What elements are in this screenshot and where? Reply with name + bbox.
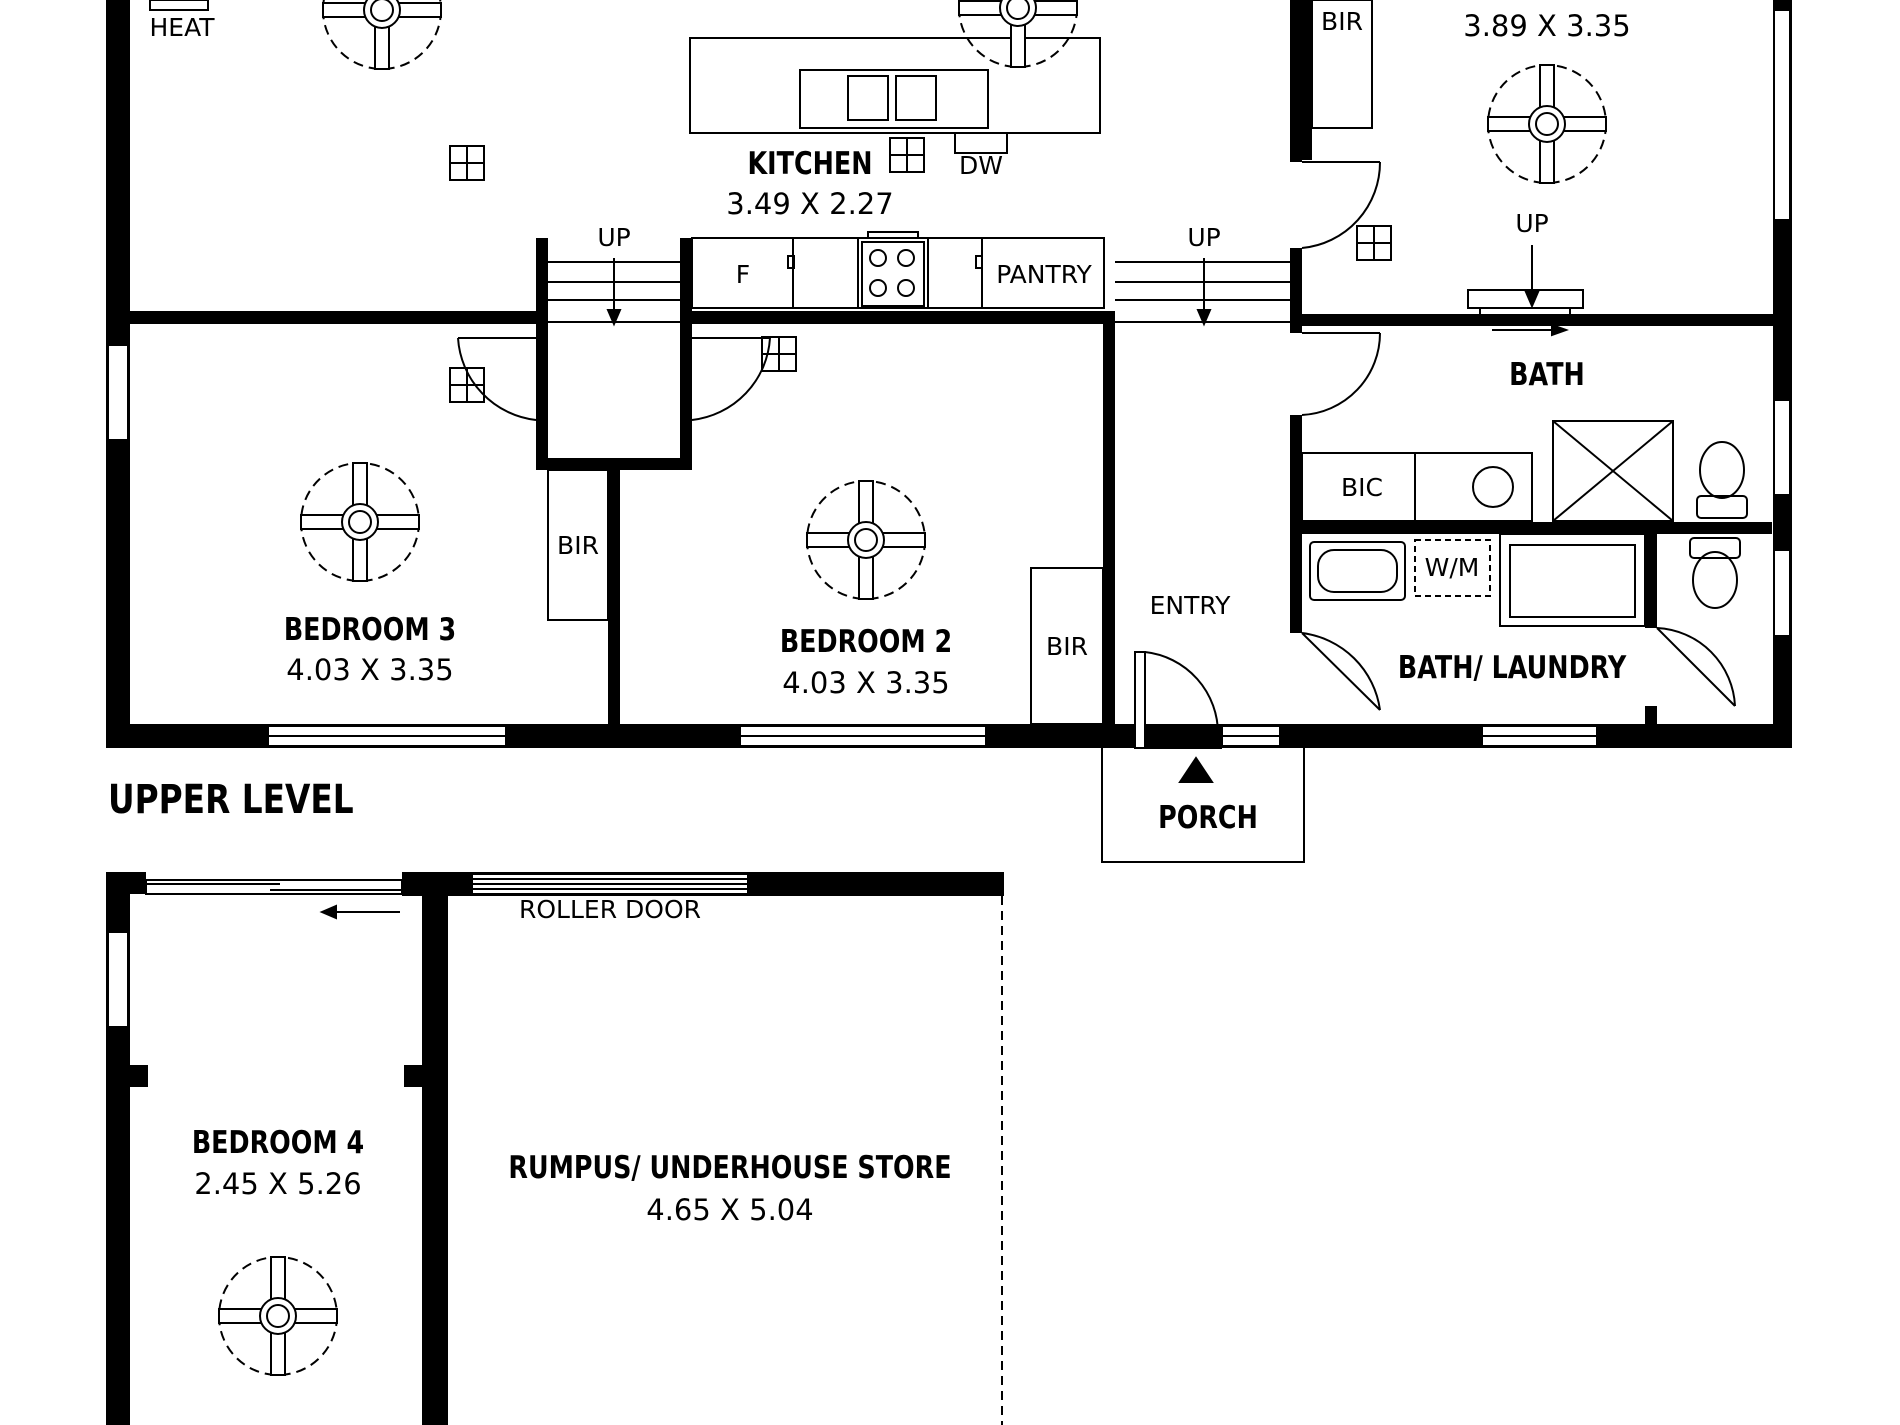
bedroom3-name: BEDROOM 3 bbox=[284, 612, 456, 648]
bir-label-top: BIR bbox=[1321, 7, 1363, 36]
up-label-bath: UP bbox=[1515, 209, 1548, 238]
up-label-left: UP bbox=[597, 223, 630, 252]
bir-label-bed2: BIR bbox=[1046, 632, 1088, 661]
ceiling-fan-icon bbox=[958, 0, 1078, 68]
pantry-label: PANTRY bbox=[996, 260, 1092, 289]
ceiling-fan-icon bbox=[1487, 64, 1607, 184]
top-right-room-dims: 3.89 X 3.35 bbox=[1463, 9, 1630, 43]
ceiling-fan-icon bbox=[300, 462, 420, 582]
entry-label: ENTRY bbox=[1150, 591, 1232, 620]
bedroom2-name: BEDROOM 2 bbox=[780, 624, 952, 660]
ceiling-fan-icon bbox=[806, 480, 926, 600]
wm-label: W/M bbox=[1425, 553, 1480, 582]
bath-laundry-name: BATH/ LAUNDRY bbox=[1398, 650, 1627, 686]
upper-level-title: UPPER LEVEL bbox=[108, 776, 354, 823]
fixtures bbox=[149, 0, 1748, 863]
kitchen-dims: 3.49 X 2.27 bbox=[726, 187, 893, 221]
power-points bbox=[449, 137, 1392, 403]
bedroom4-dims: 2.45 X 5.26 bbox=[194, 1167, 361, 1201]
bedroom3-dims: 4.03 X 3.35 bbox=[286, 653, 453, 687]
fridge-label: F bbox=[736, 260, 750, 289]
bedroom4-name: BEDROOM 4 bbox=[192, 1125, 364, 1161]
heat-label: HEAT bbox=[149, 13, 215, 42]
doors bbox=[457, 161, 1736, 749]
roller-door-label: ROLLER DOOR bbox=[519, 895, 701, 924]
bic-label: BIC bbox=[1341, 473, 1383, 502]
bir-label-bed3: BIR bbox=[557, 531, 599, 560]
kitchen-name: KITCHEN bbox=[748, 146, 873, 182]
rumpus-name: RUMPUS/ UNDERHOUSE STORE bbox=[508, 1150, 951, 1186]
rumpus-dims: 4.65 X 5.04 bbox=[646, 1193, 813, 1227]
ceiling-fan-icon bbox=[322, 0, 442, 70]
porch-name: PORCH bbox=[1158, 800, 1258, 836]
up-label-right: UP bbox=[1187, 223, 1220, 252]
sliding-door bbox=[145, 879, 403, 920]
bath-name: BATH bbox=[1509, 357, 1585, 393]
ceiling-fans bbox=[218, 0, 1607, 1376]
ceiling-fan-icon bbox=[218, 1256, 338, 1376]
bedroom2-dims: 4.03 X 3.35 bbox=[782, 666, 949, 700]
dw-label: DW bbox=[959, 151, 1003, 180]
